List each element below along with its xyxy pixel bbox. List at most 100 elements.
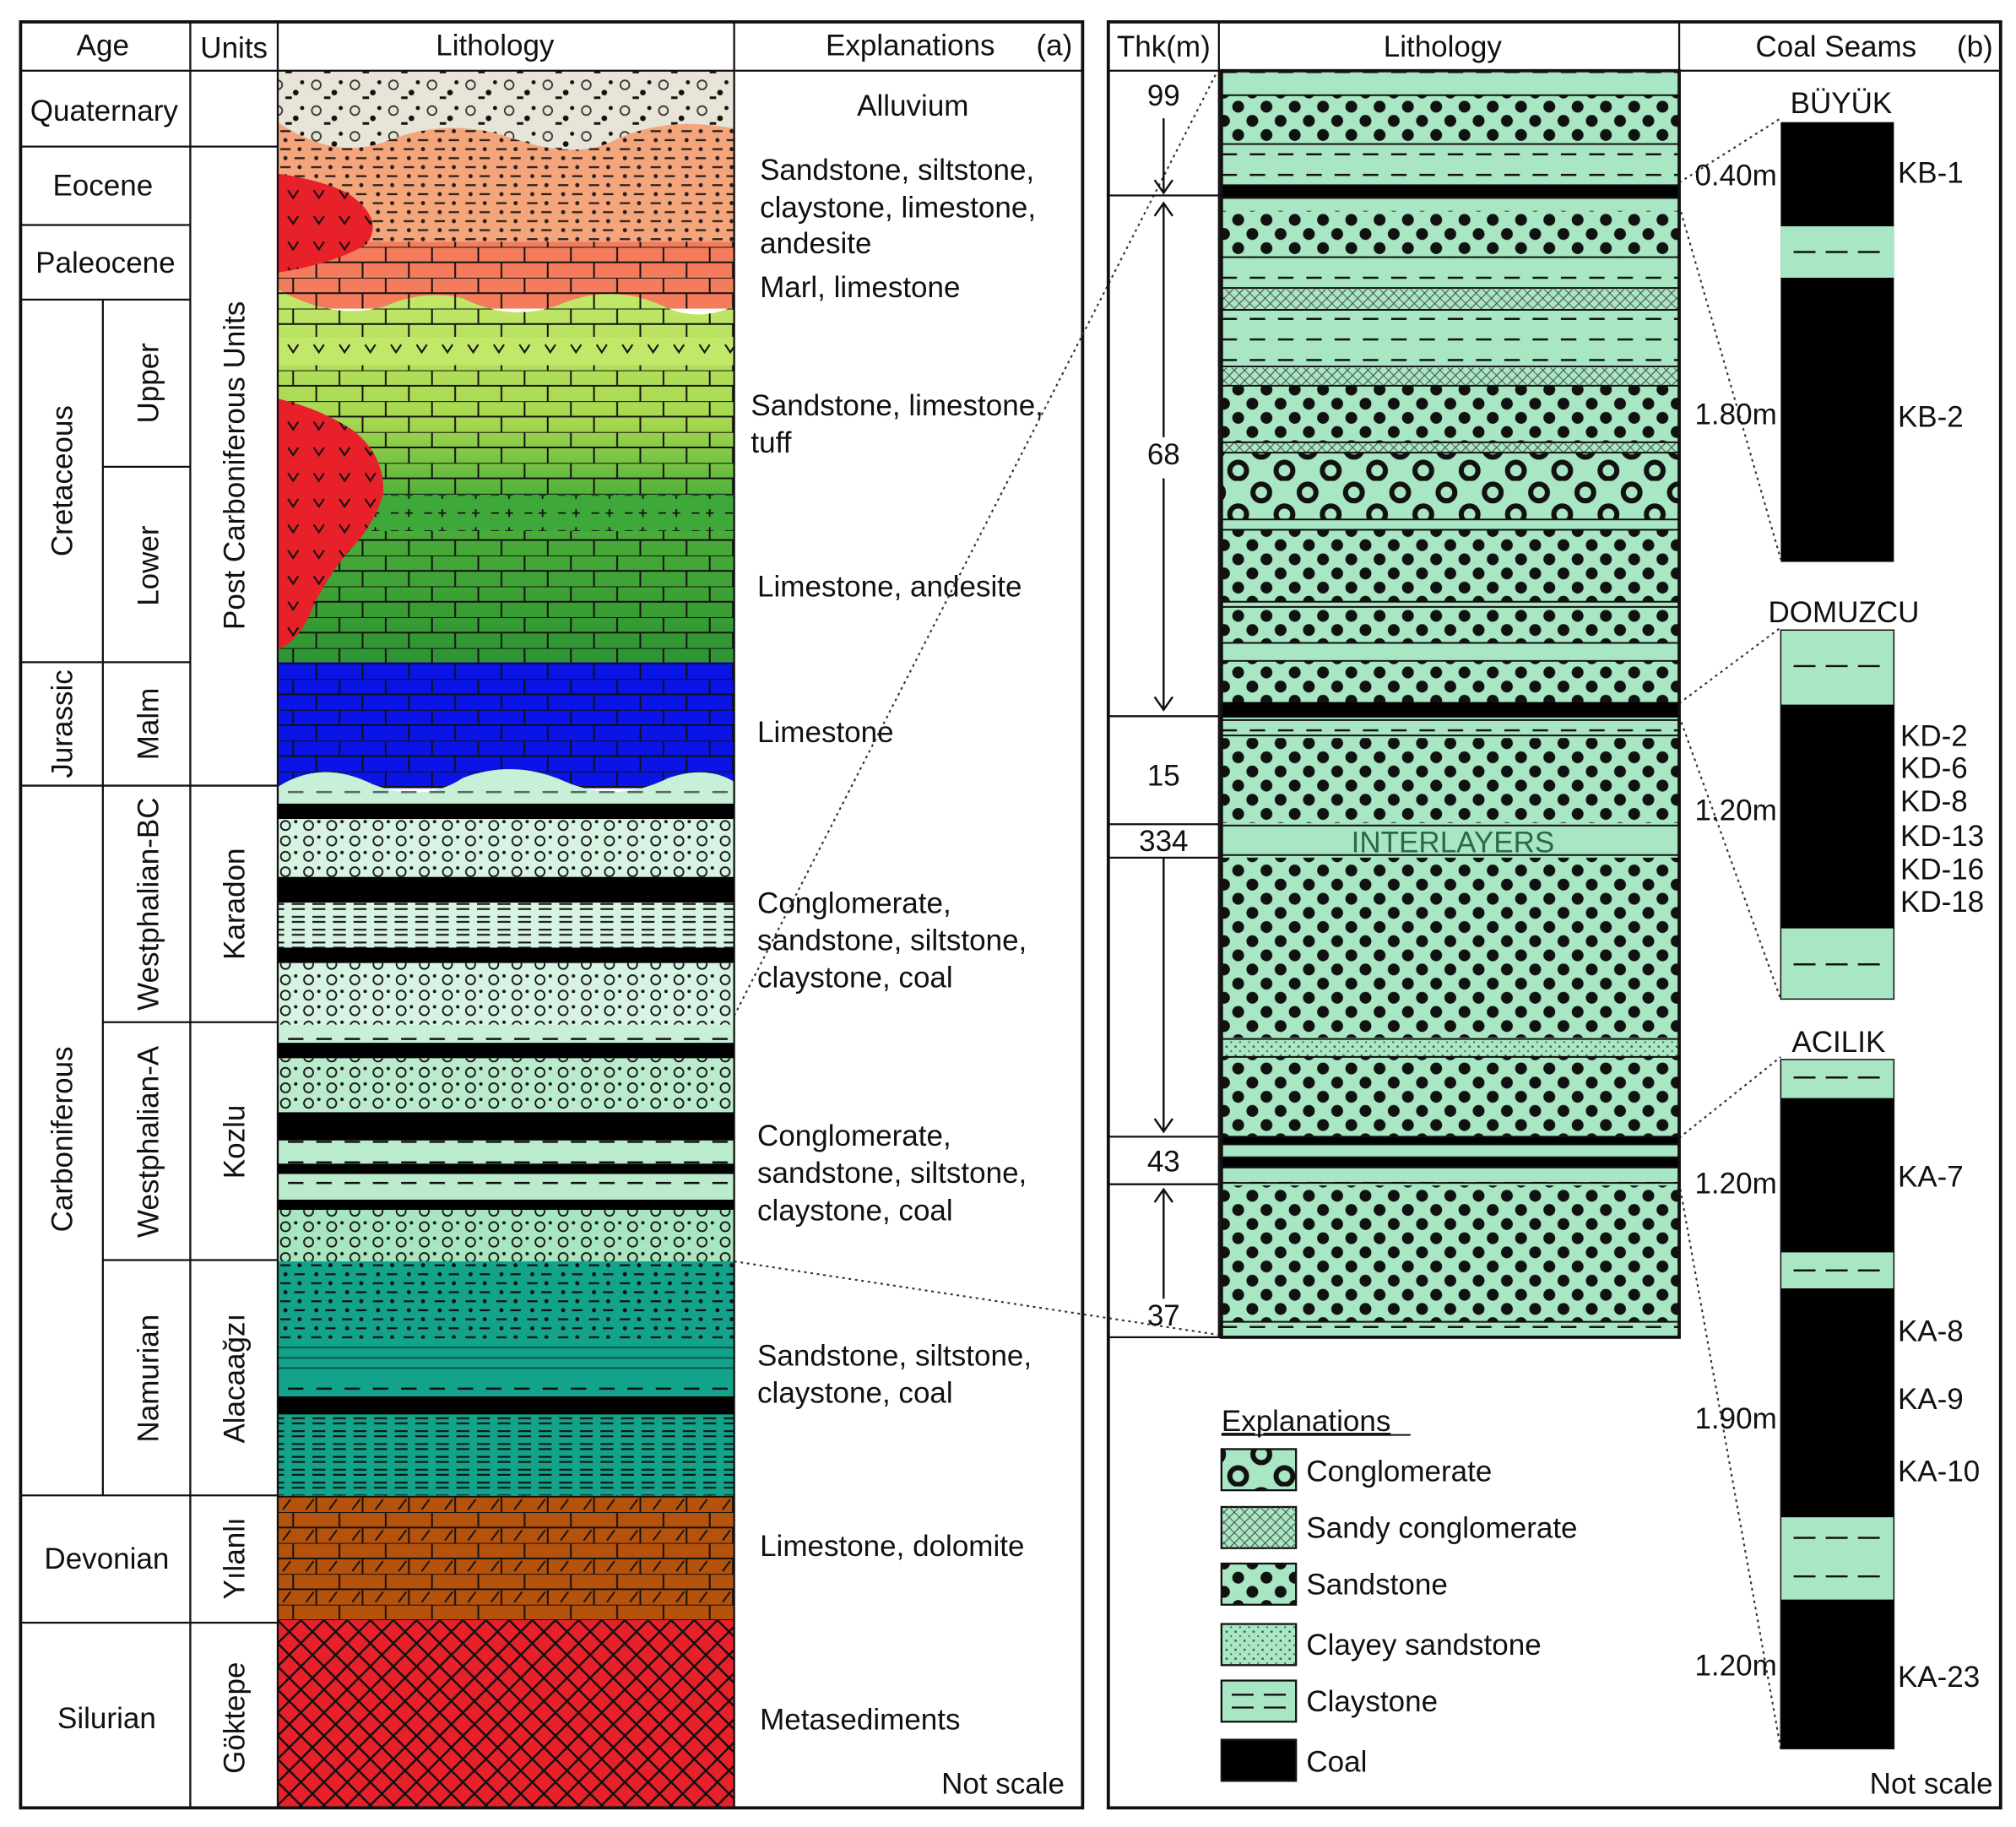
unit-alacaagzi: Alacaağzı [218, 1314, 251, 1444]
header-explanations-a: Explanations [826, 29, 995, 62]
seam-ka-8: KA-8 [1898, 1315, 1964, 1347]
panel-a-not-scale: Not scale [941, 1768, 1065, 1801]
seam-ka-23: KA-23 [1898, 1661, 1980, 1694]
panel-letter-b: (b) [1957, 30, 1993, 63]
age-cretaceous: Cretaceous [46, 405, 79, 556]
legend: Explanations Conglomerate Sandy conglome… [1220, 1405, 1578, 1782]
seam-thickness-acilik-1: 1.20m [1694, 1167, 1776, 1200]
seam-thickness-acilik-3: 1.20m [1694, 1649, 1776, 1682]
expl-karadon-1: Conglomerate, [757, 886, 951, 919]
age-carboniferous: Carboniferous [46, 1046, 79, 1232]
seam-kd-18: KD-18 [1900, 886, 1984, 919]
legend-conglomerate: Conglomerate [1306, 1455, 1492, 1488]
unit-post-carboniferous: Post Carboniferous Units [218, 301, 251, 630]
expl-karadon-3: claystone, coal [757, 962, 953, 995]
seam-ka-9: KA-9 [1898, 1383, 1964, 1416]
age-paleocene: Paleocene [35, 247, 175, 279]
lithology-column-a [277, 70, 734, 1807]
legend-sandstone: Sandstone [1306, 1569, 1447, 1602]
legend-coal: Coal [1306, 1746, 1367, 1779]
expl-kozlu-1: Conglomerate, [757, 1120, 951, 1152]
group-buyuk: BÜYÜK [1791, 87, 1893, 120]
seam-kd-16: KD-16 [1900, 854, 1984, 886]
expl-kozlu-3: claystone, coal [757, 1194, 953, 1227]
panel-b: Thk(m) Lithology Coal Seams (b) [1106, 19, 2002, 1810]
age-quaternary: Quaternary [30, 95, 179, 127]
thk-43: 43 [1147, 1145, 1180, 1178]
group-acilik: ACILIK [1791, 1026, 1885, 1059]
header-coal-seams: Coal Seams [1755, 30, 1916, 63]
header-age: Age [77, 29, 129, 62]
unit-karadon: Karadon [218, 848, 251, 959]
sub-westphalian-a: Westphalian-A [132, 1045, 165, 1238]
seam-kb-2: KB-2 [1898, 401, 1964, 434]
connector-lines [733, 70, 1782, 1749]
age-jurassic: Jurassic [46, 670, 79, 778]
legend-title: Explanations [1222, 1405, 1391, 1438]
sub-upper: Upper [132, 343, 165, 424]
seam-thickness-domuzcu-1: 1.20m [1694, 794, 1776, 827]
seam-kd-8: KD-8 [1900, 785, 1968, 818]
expl-silurian: Metasediments [760, 1703, 960, 1736]
expl-devonian: Limestone, dolomite [760, 1530, 1024, 1563]
legend-swatch-claystone [1220, 1679, 1298, 1723]
expl-upper-cret-2: tuff [751, 426, 791, 459]
expl-karadon-2: sandstone, siltstone, [757, 924, 1027, 957]
legend-clayey-sandstone: Clayey sandstone [1306, 1629, 1541, 1662]
unit-yilanli: Yılanlı [218, 1517, 251, 1599]
seam-ka-10: KA-10 [1898, 1455, 1980, 1488]
header-lithology-a: Lithology [436, 29, 555, 62]
panel-letter-a: (a) [1036, 29, 1072, 62]
expl-upper-cret-1: Sandstone, limestone, [751, 389, 1043, 422]
expl-alacaagzi-2: claystone, coal [757, 1377, 953, 1410]
expl-malm: Limestone [757, 716, 894, 749]
seam-thickness-buyuk-2: 1.80m [1694, 398, 1776, 431]
thk-37: 37 [1147, 1299, 1180, 1332]
legend-swatch-coal [1220, 1738, 1298, 1782]
legend-claystone: Claystone [1306, 1685, 1438, 1718]
age-eocene: Eocene [52, 169, 153, 202]
seam-kd-2: KD-2 [1900, 719, 1968, 752]
group-domuzcu: DOMUZCU [1769, 596, 1920, 629]
header-units: Units [200, 32, 268, 65]
panel-b-not-scale: Not scale [1870, 1768, 1993, 1801]
seam-thickness-buyuk-1: 0.40m [1694, 159, 1776, 192]
seam-column-buyuk [1780, 122, 1894, 562]
expl-alluvium: Alluvium [857, 89, 968, 122]
seam-column-acilik [1780, 1059, 1895, 1750]
seam-kb-1: KB-1 [1898, 156, 1964, 189]
expl-eocene-3: andesite [760, 227, 871, 260]
age-silurian: Silurian [57, 1702, 156, 1735]
sub-namurian: Namurian [132, 1315, 165, 1443]
expl-alacaagzi-1: Sandstone, siltstone, [757, 1339, 1032, 1372]
lithology-column-b [1221, 70, 1680, 1337]
age-devonian: Devonian [44, 1542, 169, 1575]
seam-column-domuzcu [1780, 629, 1895, 1000]
expl-lower-cret: Limestone, andesite [757, 571, 1022, 604]
unit-kozlu: Kozlu [218, 1105, 251, 1179]
sub-lower: Lower [132, 525, 165, 606]
thk-334: 334 [1139, 825, 1188, 858]
sub-malm: Malm [132, 688, 165, 761]
header-thk: Thk(m) [1117, 30, 1211, 63]
expl-kozlu-2: sandstone, siltstone, [757, 1157, 1027, 1190]
thickness-arrows [1153, 118, 1173, 1299]
seam-kd-13: KD-13 [1900, 820, 1984, 853]
thk-68: 68 [1147, 438, 1180, 471]
sub-westphalian-bc: Westphalian-BC [132, 797, 165, 1010]
seam-thickness-acilik-2: 1.90m [1694, 1402, 1776, 1435]
expl-marl: Marl, limestone [760, 271, 960, 304]
thk-15: 15 [1147, 760, 1180, 793]
panel-a: Age Units Lithology Explanations (a) [19, 19, 1085, 1810]
unit-goktepe: Göktepe [218, 1662, 251, 1774]
thk-99: 99 [1147, 79, 1180, 112]
expl-eocene-2: claystone, limestone, [760, 191, 1036, 224]
legend-sandy-conglomerate: Sandy conglomerate [1306, 1512, 1577, 1545]
interlayers-label: INTERLAYERS [1352, 827, 1555, 859]
header-lithology-b: Lithology [1384, 30, 1503, 63]
expl-eocene-1: Sandstone, siltstone, [760, 154, 1034, 187]
seam-kd-6: KD-6 [1900, 751, 1968, 784]
seam-ka-7: KA-7 [1898, 1161, 1964, 1194]
